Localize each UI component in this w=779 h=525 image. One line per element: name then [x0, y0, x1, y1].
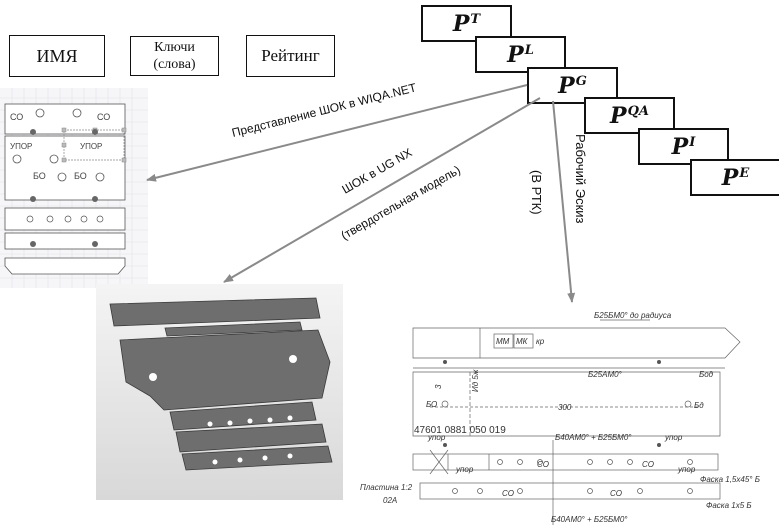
arrow-label-sketch-1: Рабочий Эскиз [573, 134, 588, 224]
level-sup: L [524, 43, 534, 58]
arrow-label-ugnx-1: ШОК в UG NX [340, 145, 415, 196]
level-base: P [610, 102, 627, 129]
arrow-label-sketch-2: (В РТК) [529, 170, 544, 215]
sketch-faska-1: Фаска 1,5х45° Б [700, 475, 760, 484]
level-base: P [507, 41, 524, 68]
wiqa-so-2: СО [97, 112, 110, 122]
wiqa-so-1: СО [10, 112, 23, 122]
solid-model-view [96, 284, 343, 500]
level-sup: E [739, 166, 750, 181]
arrow-label-wiqa: Представление ШОК в WIQA.NET [230, 80, 418, 140]
sketch-upor-c: упор [664, 433, 683, 442]
sketch-plastina: Пластина 1:2 [360, 483, 413, 492]
arrow-to-ugnx [223, 97, 541, 283]
keywords-box: Ключи (слова) [130, 36, 219, 76]
rating-label: Рейтинг [261, 46, 320, 65]
sketch-bd: Бд [694, 401, 704, 410]
sketch-upor-d: упор [677, 465, 696, 474]
arrow-to-sketch [552, 100, 576, 303]
sketch-bo: БО [426, 400, 437, 409]
sketch-bod: Бод [699, 370, 714, 379]
arrow-to-wiqa [146, 84, 528, 182]
keywords-label-line1: Ключи [154, 40, 195, 55]
sketch-co-4: СО [610, 489, 622, 498]
sketch-faska-2: Фаска 1х5 Б [706, 501, 752, 510]
sketch-vertical-mid: Ид 5ж [471, 369, 480, 392]
wiqa-bo-1: БО [33, 171, 46, 181]
sketch-kr: кр [536, 337, 545, 346]
level-sup: T [470, 12, 481, 27]
sketch-mk: МК [516, 337, 529, 346]
sketch-vertical-left: 3 [434, 384, 443, 389]
name-label: ИМЯ [36, 45, 78, 66]
sketch-b25amo: Б25АМ0° [588, 370, 623, 379]
sketch-upor-a: упор [427, 433, 446, 442]
sketch-mm: ММ [496, 337, 510, 346]
name-box: ИМЯ [9, 35, 105, 77]
level-sup: QA [627, 104, 649, 119]
sketch-dim-300: 300 [558, 403, 572, 412]
wiqa-upor-1: УПОР [10, 142, 32, 151]
wiqa-bo-2: БО [74, 171, 87, 181]
level-sup: G [575, 74, 587, 89]
sketch-o2a: 02А [383, 496, 397, 505]
sketch-upor-b: упор [455, 465, 474, 474]
sketch-co-1: СО [537, 460, 549, 469]
level-sup: I [689, 135, 696, 150]
level-base: P [558, 72, 575, 99]
working-sketch [412, 319, 741, 525]
keywords-label-line2: (слова) [153, 57, 196, 72]
level-base: P [721, 164, 739, 191]
sketch-bottom-note: Б40АМ0° + Б25БМ0° [551, 515, 628, 524]
sketch-top-note: Б25БМ0° до радиуса [594, 311, 672, 320]
sketch-part-number: 47601 0881 050 019 [414, 425, 506, 436]
rating-box: Рейтинг [246, 35, 335, 77]
sketch-co-3: СО [502, 489, 514, 498]
wiqa-upor-2: УПОР [80, 142, 102, 151]
level-base: P [671, 133, 689, 160]
level-base: P [452, 10, 470, 37]
sketch-co-2: СО [642, 460, 654, 469]
wiqa-view: СО СО УПОР УПОР БО БО [0, 88, 148, 288]
sketch-b40: Б40АМ0° + Б25БМ0° [555, 433, 632, 442]
